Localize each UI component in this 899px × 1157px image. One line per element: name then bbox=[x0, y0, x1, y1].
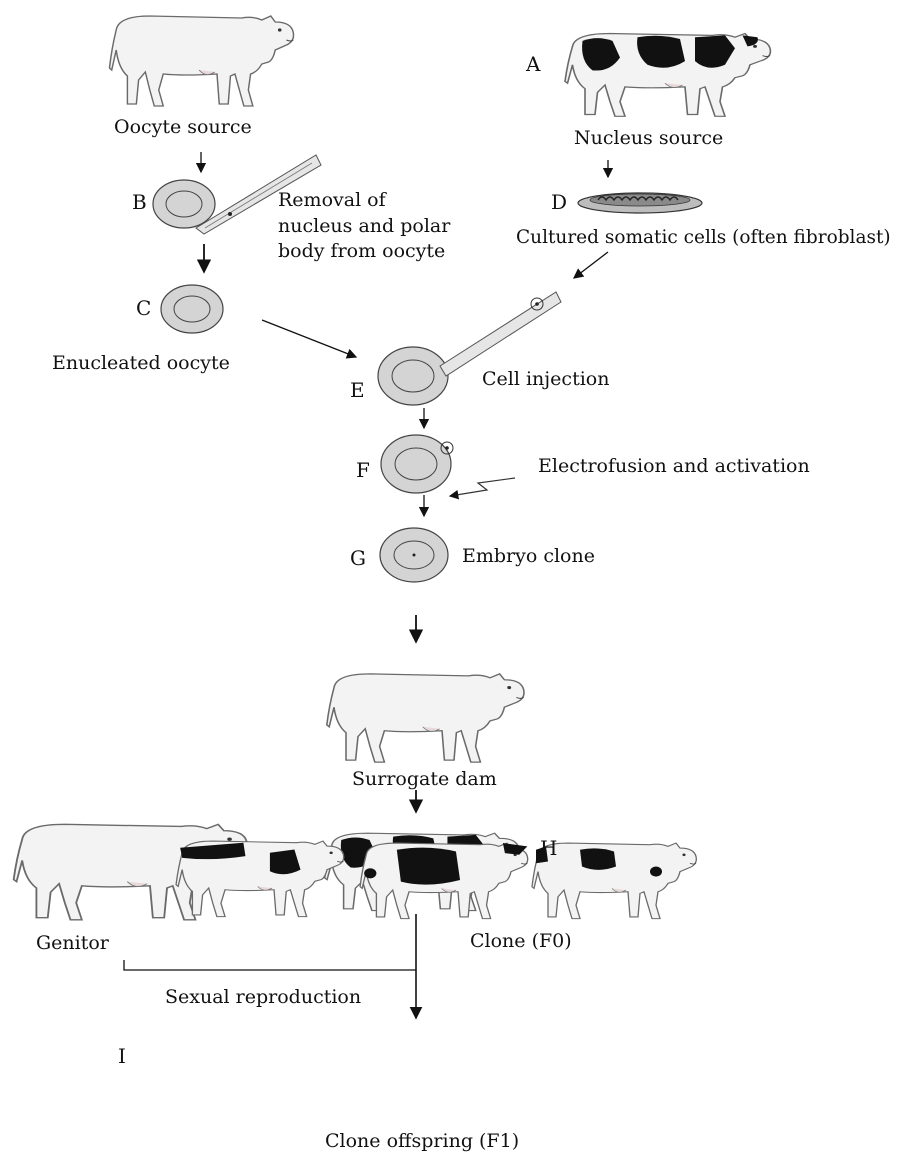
step-letter-d: D bbox=[551, 190, 567, 214]
step-letter-c: C bbox=[136, 296, 151, 320]
step-letter-i: I bbox=[118, 1044, 126, 1068]
enucleated-oocyte-c bbox=[161, 285, 223, 333]
clone-f0-label: Clone (F0) bbox=[470, 930, 572, 953]
removal-label-line3: body from oocyte bbox=[278, 240, 445, 262]
pipette-e bbox=[440, 292, 561, 376]
electric-pulse-icon bbox=[450, 478, 515, 496]
step-letter-h: H bbox=[540, 836, 557, 860]
oocyte-source-cow bbox=[109, 16, 293, 106]
cell-injection-label: Cell injection bbox=[482, 368, 609, 391]
surrogate-dam-label: Surrogate dam bbox=[352, 768, 497, 791]
clone-offspring-label: Clone offspring (F1) bbox=[325, 1130, 519, 1153]
oocyte-source-label: Oocyte source bbox=[114, 116, 252, 139]
sexual-reproduction-label: Sexual reproduction bbox=[165, 986, 361, 1009]
oocyte-cell-b bbox=[153, 180, 215, 228]
step-letter-b: B bbox=[132, 190, 147, 214]
removal-label: Removal of nucleus and polar body from o… bbox=[278, 188, 478, 265]
embryo-clone-label: Embryo clone bbox=[462, 545, 595, 568]
electrofusion-label: Electrofusion and activation bbox=[538, 455, 810, 478]
genitor-label: Genitor bbox=[36, 932, 109, 955]
removal-label-line1: Removal of bbox=[278, 189, 386, 211]
surrogate-dam-cow bbox=[327, 674, 524, 762]
nucleus-source-label: Nucleus source bbox=[574, 127, 723, 150]
step-letter-g: G bbox=[350, 546, 366, 570]
step-letter-e: E bbox=[350, 378, 365, 402]
cell-f bbox=[381, 435, 451, 493]
removal-label-line2: nucleus and polar bbox=[278, 215, 450, 237]
step-letter-f: F bbox=[356, 458, 370, 482]
offspring-cow-1 bbox=[176, 841, 344, 917]
step-letter-a: A bbox=[526, 52, 540, 76]
cultured-cells-label: Cultured somatic cells (often fibroblast… bbox=[516, 227, 891, 249]
enucleated-oocyte-label: Enucleated oocyte bbox=[52, 352, 230, 375]
culture-dish-d bbox=[578, 193, 702, 213]
cell-e bbox=[378, 347, 448, 405]
nucleus-source-cow bbox=[565, 34, 770, 117]
